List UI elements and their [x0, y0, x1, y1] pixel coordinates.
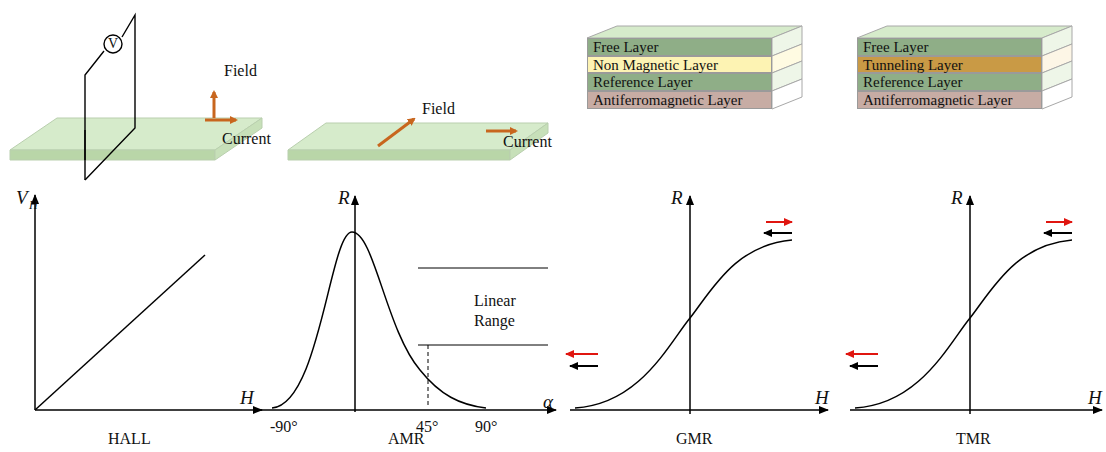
reference-layer: Reference Layer — [857, 73, 1042, 91]
axis-label: R — [338, 188, 350, 209]
layer-label: Non Magnetic Layer — [593, 56, 718, 73]
panel-title: HALL — [108, 430, 151, 448]
tick-label: -90° — [270, 418, 298, 436]
layer-label: Antiferromagnetic Layer — [863, 92, 1013, 109]
field-arrow — [378, 119, 414, 146]
axis-label: H — [240, 388, 254, 409]
gmr-chart — [570, 196, 828, 414]
hall-chart — [35, 195, 262, 410]
range-label: Linear Range — [474, 291, 534, 331]
layer-label: Reference Layer — [593, 74, 693, 91]
axis-label: R — [951, 188, 963, 209]
antiferromagnetic-layer: Antiferromagnetic Layer — [857, 91, 1042, 109]
current-label: Current — [503, 133, 552, 151]
field-label: Field — [422, 100, 455, 118]
tmr-magnetization-arrows — [846, 222, 1072, 366]
field-label: Field — [224, 62, 257, 80]
panel-title: GMR — [676, 430, 712, 448]
current-arrow — [205, 119, 236, 122]
layer-label: Antiferromagnetic Layer — [593, 92, 743, 109]
axis-label: R — [671, 188, 683, 209]
spacer-layer: Tunneling Layer — [857, 56, 1042, 73]
amr-chart — [258, 196, 556, 412]
probe-plane — [85, 15, 135, 180]
tick-label: 90° — [475, 418, 497, 436]
layer-label: Free Layer — [863, 39, 928, 56]
axis-label: H — [815, 388, 829, 409]
gmr-magnetization-arrows — [566, 222, 792, 366]
free-layer: Free Layer — [587, 38, 772, 56]
tmr-chart — [850, 196, 1102, 414]
layer-label: Free Layer — [593, 39, 658, 56]
voltmeter-symbol: V — [108, 36, 118, 51]
axis-label: H — [1088, 388, 1102, 409]
field-arrow — [213, 92, 216, 118]
spacer-layer: Non Magnetic Layer — [587, 56, 772, 73]
panel-title: AMR — [388, 430, 424, 448]
antiferromagnetic-layer: Antiferromagnetic Layer — [587, 91, 772, 109]
current-arrow — [486, 130, 516, 133]
axis-subscript: H — [29, 199, 38, 212]
tmr-stack-faces — [857, 26, 1072, 109]
free-layer: Free Layer — [857, 38, 1042, 56]
axis-label: α — [543, 392, 553, 413]
gmr-stack-faces — [587, 26, 802, 109]
current-label: Current — [222, 130, 271, 148]
reference-layer: Reference Layer — [587, 73, 772, 91]
axis-label: V — [16, 188, 28, 209]
layer-label: Reference Layer — [863, 74, 963, 91]
panel-title: TMR — [956, 430, 991, 448]
layer-label: Tunneling Layer — [863, 56, 963, 73]
